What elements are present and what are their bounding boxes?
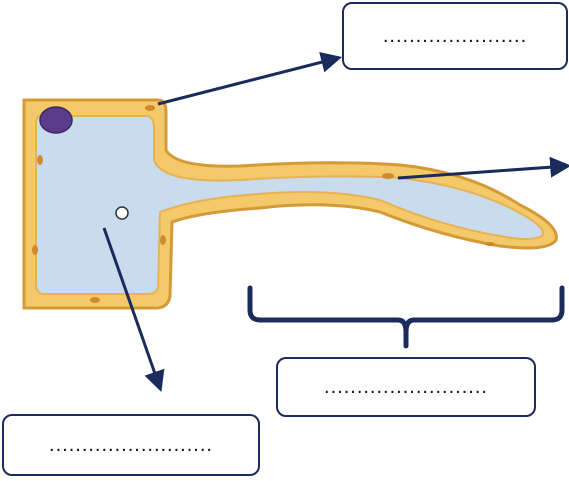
small-circle-icon bbox=[116, 207, 128, 219]
arrow-to-top-label bbox=[158, 58, 338, 104]
label-box-middle[interactable]: ......................... bbox=[276, 357, 536, 417]
nucleus bbox=[40, 107, 72, 133]
label-top-text: ...................... bbox=[383, 25, 527, 48]
label-middle-text: ......................... bbox=[324, 376, 488, 399]
label-box-top[interactable]: ...................... bbox=[342, 2, 568, 70]
bracket bbox=[250, 288, 562, 346]
label-bottom-text: ......................... bbox=[49, 434, 213, 457]
label-box-bottom[interactable]: ......................... bbox=[2, 414, 260, 476]
